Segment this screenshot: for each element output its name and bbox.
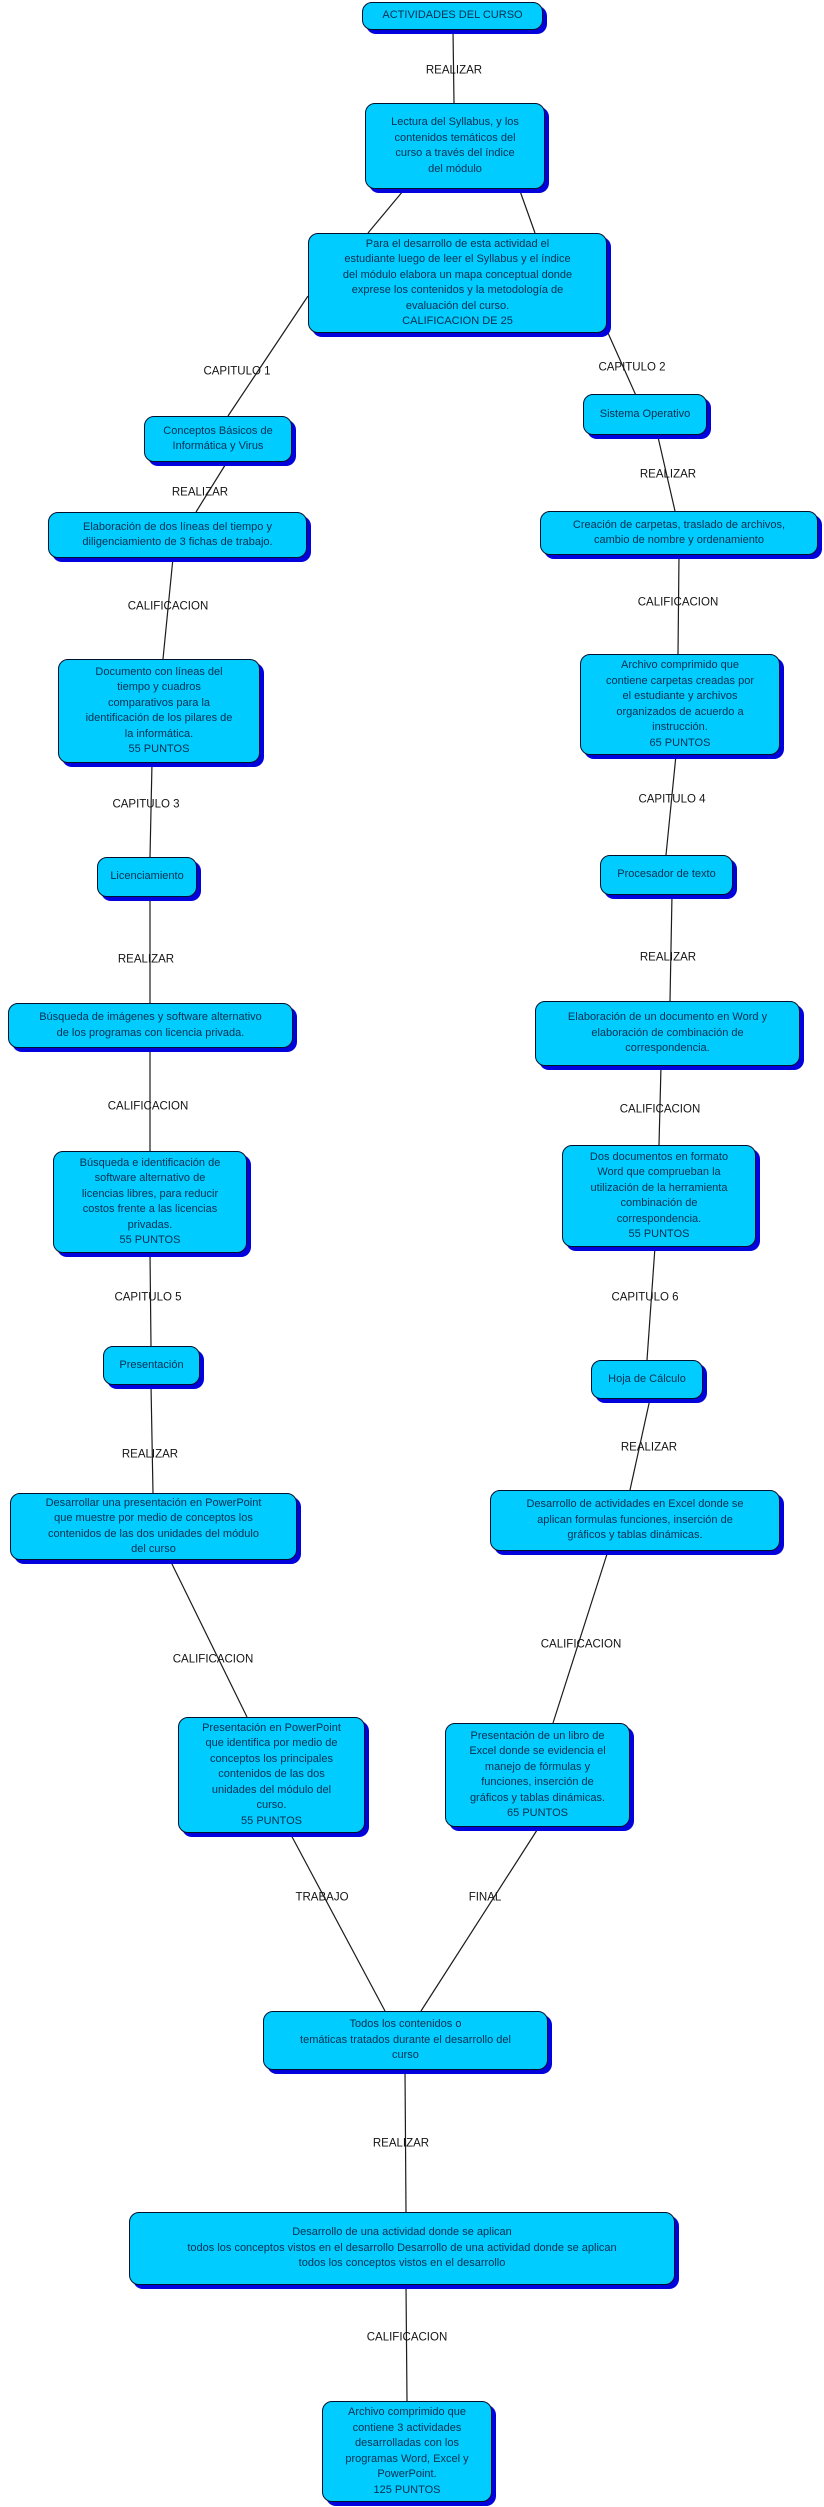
concept-node-procesador-de-texto[interactable]: Procesador de texto [600, 855, 733, 895]
connector-line-e-softwarelibre-presentacion [149, 1252, 152, 1347]
link-label-realizar-3-izq[interactable]: REALIZAR [121, 1448, 179, 1461]
link-label-realizar-2-izq[interactable]: REALIZAR [117, 953, 175, 966]
link-label-capitulo-3[interactable]: CAPITULO 3 [112, 798, 180, 811]
connector-line-e-mapa-cap2 [607, 332, 639, 401]
concept-node-documento-lineas[interactable]: Documento con líneas del tiempo y cuadro… [58, 659, 260, 763]
concept-node-busqueda-imagenes[interactable]: Búsqueda de imágenes y software alternat… [8, 1003, 293, 1048]
connector-line-e-mapa-cap1 [227, 295, 309, 417]
concept-node-busqueda-software-libre[interactable]: Búsqueda e identificación de software al… [53, 1151, 247, 1253]
concept-node-dos-documentos-word[interactable]: Dos documentos en formato Word que compr… [562, 1145, 756, 1247]
link-label-capitulo-5[interactable]: CAPITULO 5 [114, 1291, 182, 1304]
connector-line-e-dosdocumentos-hoja [646, 1246, 656, 1361]
connector-line-e-entregaR-todos [420, 1826, 540, 2012]
link-label-calificacion-1-der[interactable]: CALIFICACION [637, 596, 719, 609]
concept-node-actividades-excel[interactable]: Desarrollo de actividades en Excel donde… [490, 1490, 780, 1551]
link-label-realizar-1-der[interactable]: REALIZAR [639, 468, 697, 481]
connector-line-e-lineas-documento [162, 557, 174, 660]
connector-line-e-excel-entrega [552, 1550, 609, 1724]
concept-node-lectura-syllabus[interactable]: Lectura del Syllabus, y los contenidos t… [365, 103, 545, 189]
connector-line-e-presentacion-powerpoint [150, 1384, 154, 1494]
link-label-calificacion-3-der[interactable]: CALIFICACION [540, 1638, 622, 1651]
connector-line-e-procesador-word [669, 894, 673, 1002]
concept-node-presentacion-powerpoint[interactable]: Desarrollar una presentación en PowerPoi… [10, 1493, 297, 1560]
connector-line-e-desarrollo-archivofinal [405, 2284, 408, 2402]
concept-node-archivo-comprimido-final[interactable]: Archivo comprimido que contiene 3 activi… [322, 2401, 492, 2502]
connector-line-e-hoja-excel [629, 1398, 651, 1491]
connector-line-e-todos-desarrollo [404, 2069, 407, 2213]
connector-line-e-carpetas-archivo [677, 554, 680, 655]
link-label-calificacion-1-izq[interactable]: CALIFICACION [127, 600, 209, 613]
concept-node-presentacion[interactable]: Presentación [103, 1346, 200, 1385]
concept-node-powerpoint-entrega[interactable]: Presentación en PowerPoint que identific… [178, 1717, 365, 1833]
link-label-realizar-1-izq[interactable]: REALIZAR [171, 486, 229, 499]
concept-node-archivo-comprimido-carpetas[interactable]: Archivo comprimido que contiene carpetas… [580, 654, 780, 755]
concept-node-licenciamiento[interactable]: Licenciamiento [97, 857, 197, 897]
connector-line-e-lectura-mapa-izq [367, 190, 404, 234]
concept-node-lineas-del-tiempo[interactable]: Elaboración de dos líneas del tiempo y d… [48, 512, 307, 558]
link-label-capitulo-4[interactable]: CAPITULO 4 [638, 793, 706, 806]
link-label-realizar-3-der[interactable]: REALIZAR [620, 1441, 678, 1454]
concept-node-creacion-carpetas[interactable]: Creación de carpetas, traslado de archiv… [540, 511, 818, 555]
link-label-capitulo-6[interactable]: CAPITULO 6 [611, 1291, 679, 1304]
connector-line-e-cap1-lineas [195, 461, 228, 513]
link-label-trabajo[interactable]: TRABAJO [295, 1891, 349, 1904]
connector-line-e-powerpoint-entrega [169, 1559, 248, 1718]
link-label-realizar-4[interactable]: REALIZAR [372, 2137, 430, 2150]
link-label-realizar-0[interactable]: REALIZAR [425, 64, 483, 77]
connector-line-e-entregaL-todos [289, 1832, 386, 2012]
concept-node-mapa-conceptual[interactable]: Para el desarrollo de esta actividad el … [308, 233, 607, 333]
concept-node-libro-excel-entrega[interactable]: Presentación de un libro de Excel donde … [445, 1723, 630, 1827]
concept-node-conceptos-basicos[interactable]: Conceptos Básicos de Informática y Virus [144, 416, 292, 462]
connector-line-e-actividades-lectura [452, 29, 455, 104]
link-label-capitulo-1[interactable]: CAPITULO 1 [203, 365, 271, 378]
concept-node-actividades-del-curso[interactable]: ACTIVIDADES DEL CURSO [362, 2, 543, 30]
link-label-capitulo-2[interactable]: CAPITULO 2 [598, 361, 666, 374]
connector-line-e-word-dosdocumentos [658, 1065, 662, 1146]
link-label-calificacion-2-der[interactable]: CALIFICACION [619, 1103, 701, 1116]
connector-line-e-lectura-mapa-der [519, 190, 536, 234]
concept-node-todos-los-contenidos[interactable]: Todos los contenidos o temáticas tratado… [263, 2011, 548, 2070]
link-label-calificacion-3-izq[interactable]: CALIFICACION [172, 1653, 254, 1666]
link-label-realizar-2-der[interactable]: REALIZAR [639, 951, 697, 964]
concept-node-hoja-de-calculo[interactable]: Hoja de Cálculo [591, 1360, 703, 1399]
concept-node-documento-word[interactable]: Elaboración de un documento en Word y el… [535, 1001, 800, 1066]
concept-node-sistema-operativo[interactable]: Sistema Operativo [583, 394, 707, 435]
connector-line-e-documento-licenciamiento [149, 762, 153, 858]
link-label-calificacion-2-izq[interactable]: CALIFICACION [107, 1100, 189, 1113]
connector-line-e-archivo-procesador [665, 754, 677, 856]
link-label-calificacion-4[interactable]: CALIFICACION [366, 2331, 448, 2344]
connector-line-e-cap2-carpetas [657, 436, 676, 512]
link-label-final[interactable]: FINAL [468, 1891, 502, 1904]
concept-node-desarrollo-actividad-final[interactable]: Desarrollo de una actividad donde se apl… [129, 2212, 675, 2285]
